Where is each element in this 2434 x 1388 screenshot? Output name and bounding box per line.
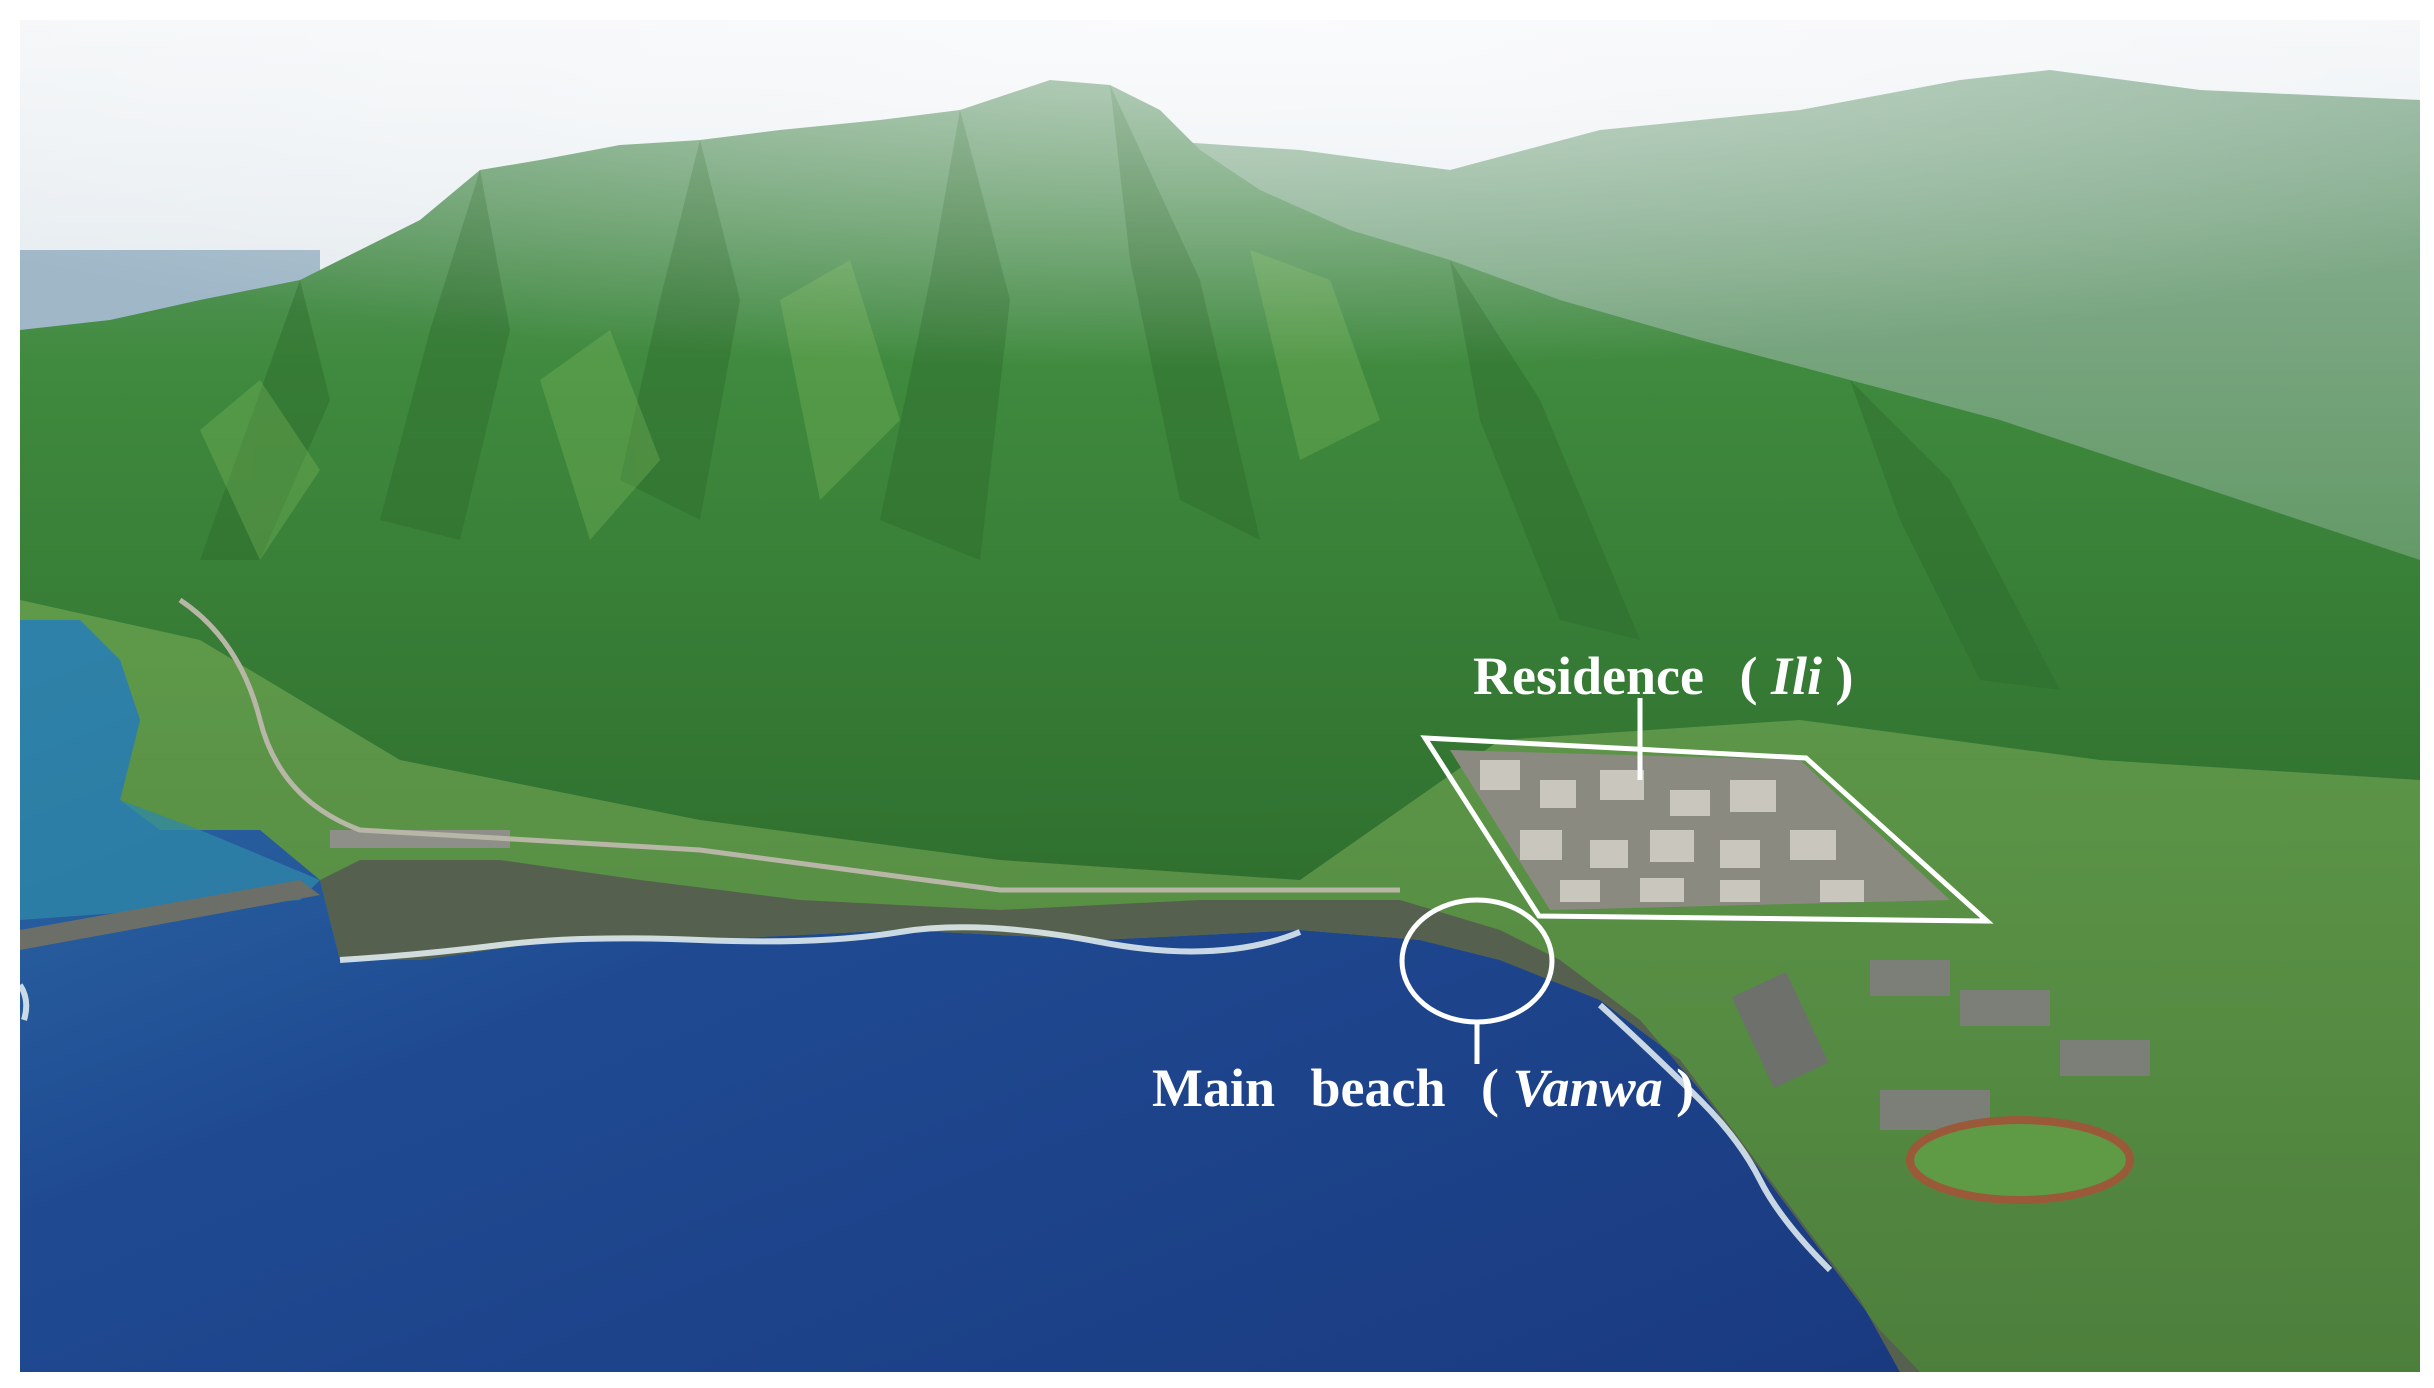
main-beach-annotation: Main beach ( Vanwa ) <box>1152 897 1694 1118</box>
residence-annotation: Residence ( Ili ) <box>1420 646 1994 924</box>
photo-content: Residence ( Ili ) Main beach ( Vanwa ) <box>20 20 2420 1372</box>
residence-close-paren: ) <box>1835 646 1853 706</box>
main-beach-native-name: Vanwa <box>1513 1058 1663 1118</box>
main-beach-label-text2: beach <box>1311 1058 1446 1118</box>
shallow-water <box>20 620 320 920</box>
haze <box>20 20 2420 520</box>
main-beach-label: Main beach ( Vanwa ) <box>1152 1058 1694 1118</box>
school-area <box>1731 960 2150 1204</box>
coastal-road <box>178 597 1400 893</box>
rocky-coast <box>320 860 1920 1372</box>
residence-native-name: Ili <box>1770 646 1822 706</box>
main-beach-open-paren: ( <box>1481 1058 1499 1118</box>
main-beach-close-paren: ) <box>1676 1058 1694 1118</box>
residence-label: Residence ( Ili ) <box>1473 646 1853 706</box>
residence-label-text: Residence <box>1473 646 1704 706</box>
village <box>1450 750 1950 910</box>
surf <box>20 924 1833 1273</box>
sea <box>20 620 1900 1372</box>
main-beach-label-text: Main <box>1152 1058 1275 1118</box>
harbour-breakwater <box>20 880 320 950</box>
residence-outline <box>1420 735 1994 924</box>
residence-open-paren: ( <box>1739 646 1757 706</box>
